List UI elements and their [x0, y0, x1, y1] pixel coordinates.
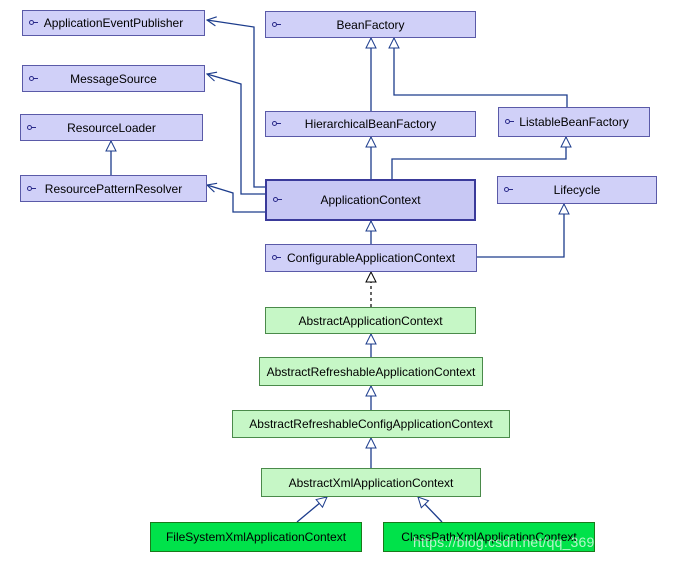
node-file-system-xml-application-context[interactable]: FileSystemXmlApplicationContext	[150, 522, 362, 552]
node-label: FileSystemXmlApplicationContext	[165, 530, 347, 544]
node-label: ResourcePatternResolver	[44, 181, 183, 196]
interface-lollipop-icon	[27, 185, 36, 191]
node-label: MessageSource	[70, 71, 157, 86]
interface-lollipop-icon	[272, 21, 281, 27]
edge-appcontext-to-messagesource	[207, 74, 265, 195]
node-resource-loader[interactable]: ResourceLoader	[20, 114, 203, 141]
interface-lollipop-icon	[505, 119, 514, 124]
node-label: BeanFactory	[336, 17, 405, 32]
node-application-event-publisher[interactable]: ApplicationEventPublisher	[22, 10, 205, 36]
node-label: ClassPathXmlApplicationContext	[401, 530, 577, 544]
node-abstract-application-context[interactable]: AbstractApplicationContext	[265, 307, 476, 334]
node-label: AbstractXmlApplicationContext	[288, 475, 454, 490]
edge-configurable-to-lifecycle	[477, 204, 564, 258]
node-class-path-xml-application-context[interactable]: ClassPathXmlApplicationContext	[383, 522, 595, 552]
node-abstract-refreshable-config-application-context[interactable]: AbstractRefreshableConfigApplicationCont…	[232, 410, 510, 438]
node-bean-factory[interactable]: BeanFactory	[265, 11, 476, 38]
node-label: ApplicationEventPublisher	[43, 16, 184, 30]
watermark-text: https://blog.csdn.net/qq_36910634	[413, 534, 635, 550]
edge-classpath-to-abstractxml	[418, 497, 443, 523]
interface-lollipop-icon	[273, 197, 282, 202]
node-label: ConfigurableApplicationContext	[286, 251, 456, 265]
node-message-source[interactable]: MessageSource	[22, 65, 205, 92]
interface-lollipop-icon	[272, 255, 281, 260]
node-label: AbstractRefreshableConfigApplicationCont…	[249, 417, 493, 431]
node-abstract-xml-application-context[interactable]: AbstractXmlApplicationContext	[261, 468, 481, 497]
node-configurable-application-context[interactable]: ConfigurableApplicationContext	[265, 244, 477, 272]
node-label: Lifecycle	[553, 183, 601, 197]
node-label: ListableBeanFactory	[519, 115, 629, 129]
node-listable-bean-factory[interactable]: ListableBeanFactory	[498, 107, 650, 137]
node-abstract-refreshable-application-context[interactable]: AbstractRefreshableApplicationContext	[259, 357, 483, 386]
node-label: AbstractApplicationContext	[298, 313, 443, 328]
interface-lollipop-icon	[29, 20, 38, 25]
edge-appcontext-to-patternresolver	[207, 185, 265, 213]
edge-filesystem-to-abstractxml	[296, 497, 327, 523]
node-lifecycle[interactable]: Lifecycle	[497, 176, 657, 204]
node-label: ResourceLoader	[67, 120, 156, 135]
interface-lollipop-icon	[504, 187, 513, 192]
edge-listable-to-beanfactory	[394, 38, 568, 107]
edge-appcontext-to-listable	[391, 137, 566, 179]
node-label: ApplicationContext	[320, 193, 421, 207]
node-resource-pattern-resolver[interactable]: ResourcePatternResolver	[20, 175, 207, 202]
edge-appcontext-to-eventpublisher	[207, 20, 265, 188]
node-label: HierarchicalBeanFactory	[304, 117, 437, 131]
node-hierarchical-bean-factory[interactable]: HierarchicalBeanFactory	[265, 111, 476, 137]
interface-lollipop-icon	[272, 121, 281, 126]
node-label: AbstractRefreshableApplicationContext	[266, 364, 476, 379]
node-application-context[interactable]: ApplicationContext	[265, 179, 476, 221]
interface-lollipop-icon	[29, 75, 38, 81]
interface-lollipop-icon	[27, 124, 36, 130]
